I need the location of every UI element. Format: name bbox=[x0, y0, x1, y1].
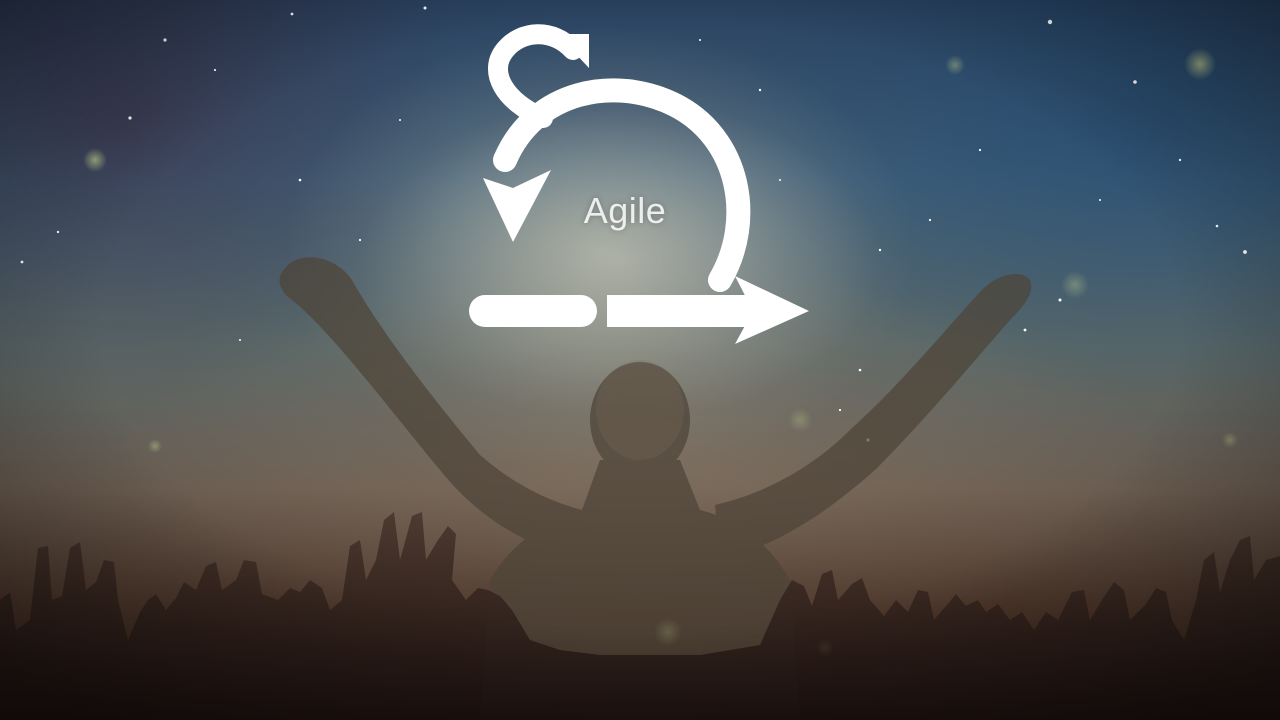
logo-text: Agile bbox=[583, 190, 667, 231]
agile-logo: Agile bbox=[465, 10, 815, 350]
agile-cycle-icon bbox=[469, 24, 809, 344]
